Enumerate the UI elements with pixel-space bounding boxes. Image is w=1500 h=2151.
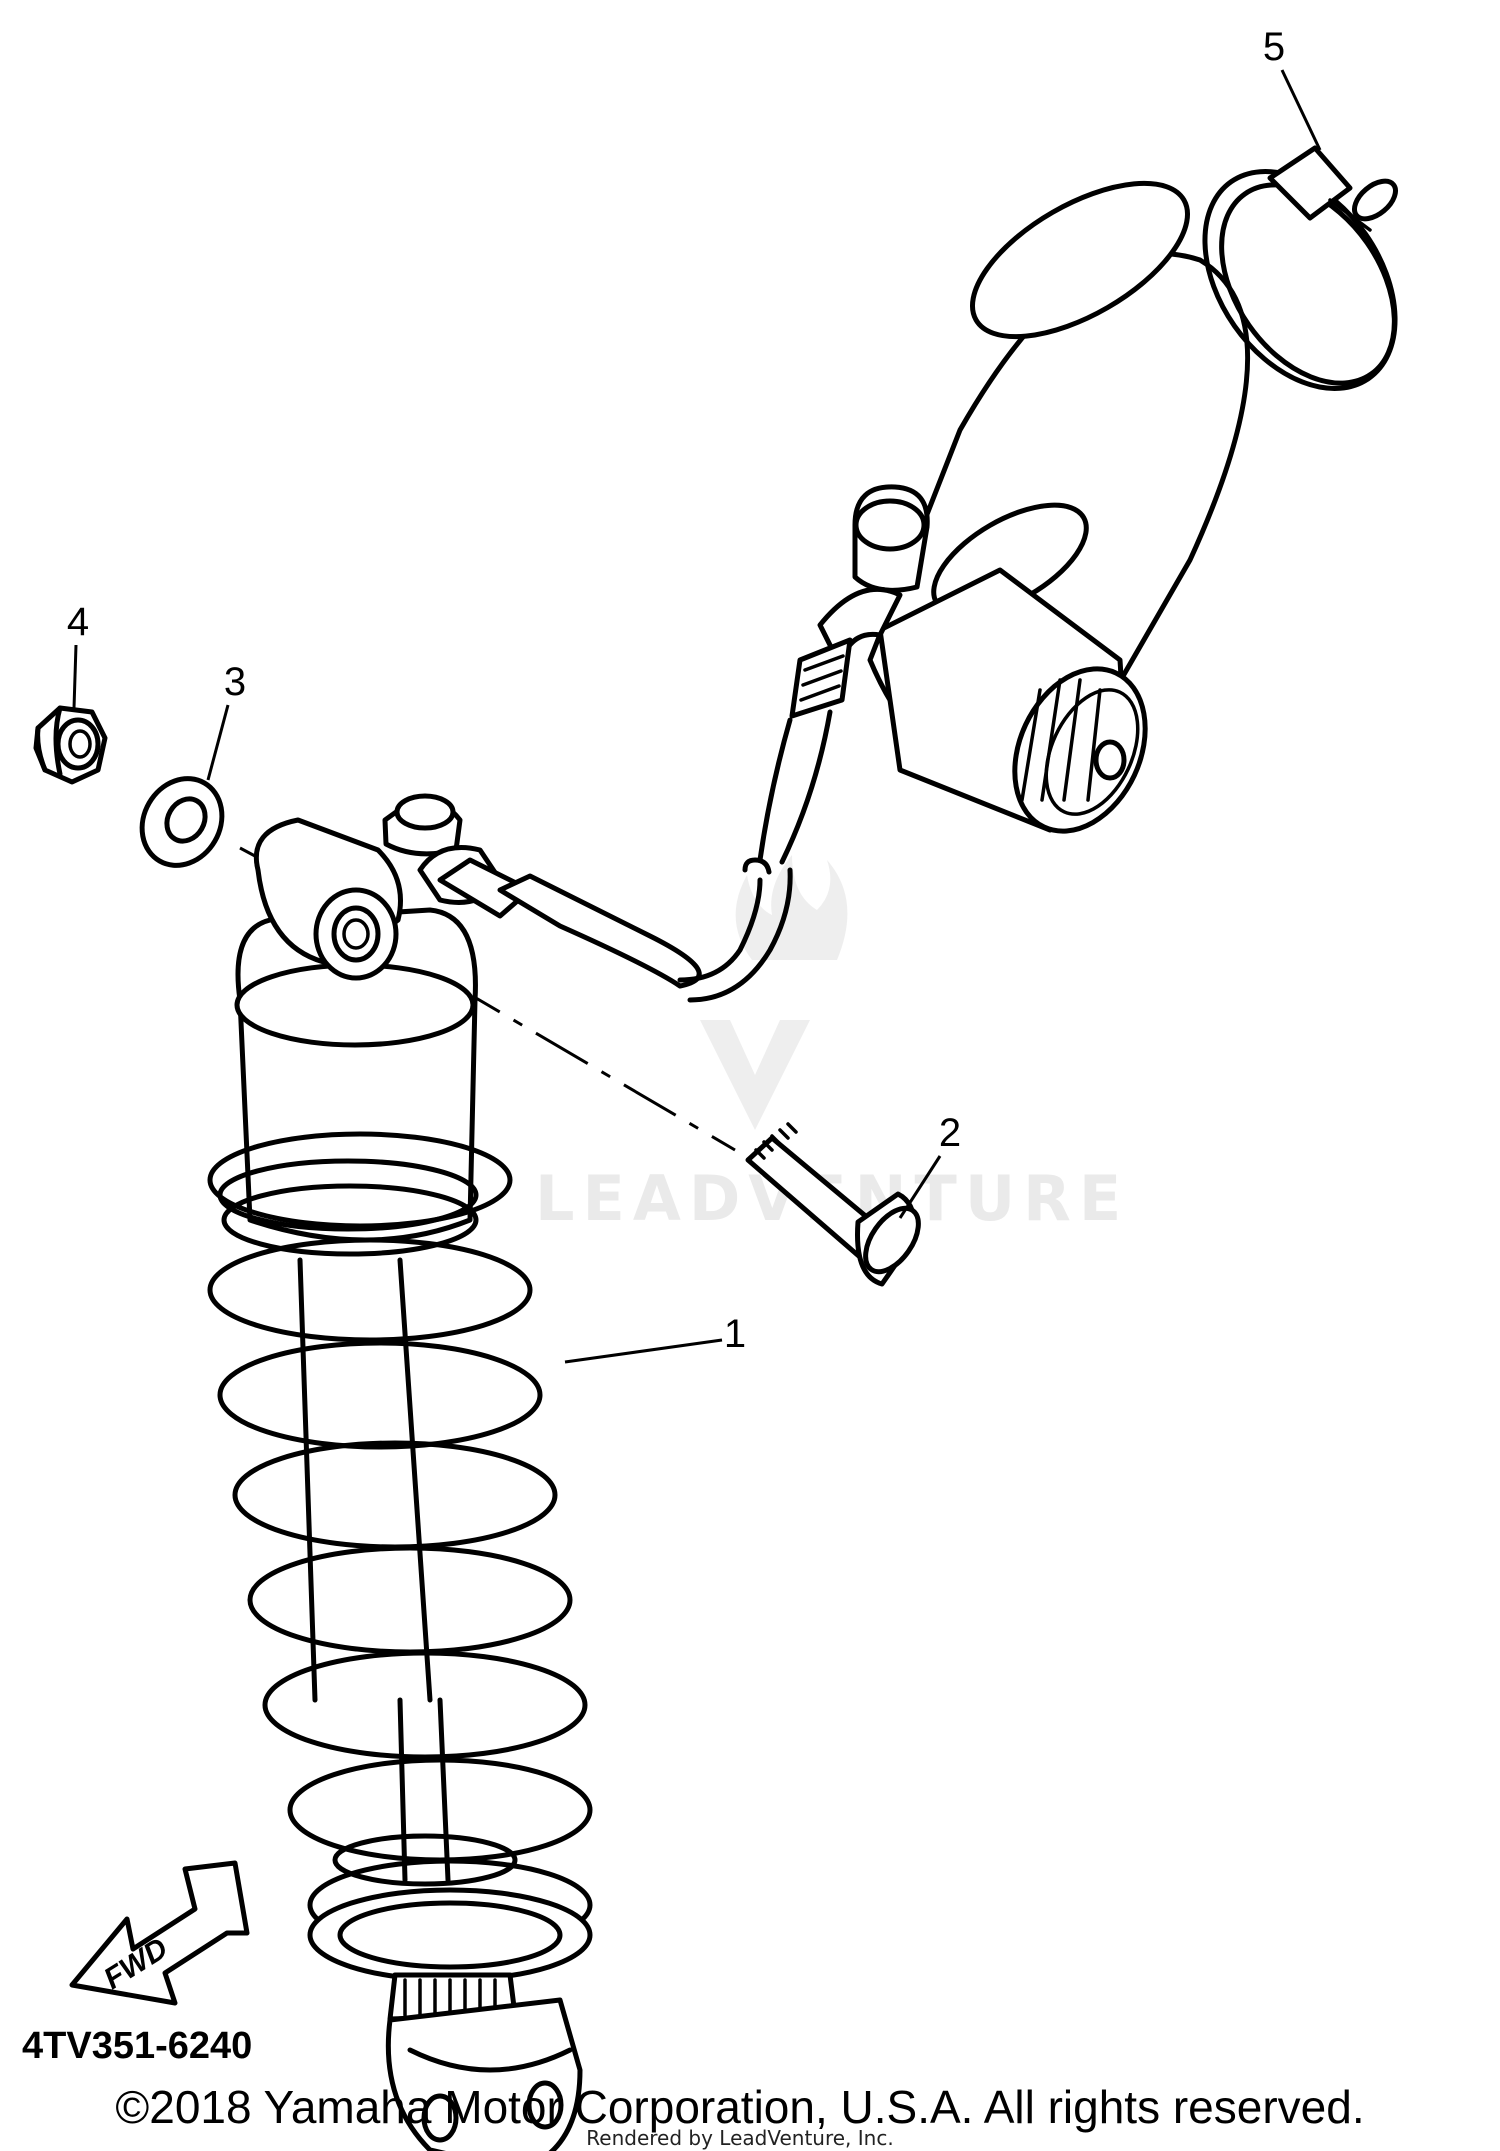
leader-1 <box>564 1338 723 1364</box>
watermark: LEADVENTURE <box>535 855 1121 1235</box>
fwd-arrow-icon: FWD <box>69 1860 250 2006</box>
washer-part-3 <box>139 776 225 868</box>
copyright-notice: ©2018 Yamaha Motor Corporation, U.S.A. A… <box>115 2081 1364 2133</box>
leader-5 <box>1280 69 1322 151</box>
leader-4 <box>72 644 78 709</box>
callout-4: 4 <box>67 600 89 644</box>
callout-2: 2 <box>939 1111 961 1155</box>
leader-2 <box>898 1155 942 1219</box>
hose-clamp-part-5 <box>1202 145 1398 391</box>
spring-coils <box>207 1131 593 1952</box>
nut-part-4 <box>33 705 108 785</box>
rendered-by-notice: Rendered by LeadVenture, Inc. <box>586 2126 893 2150</box>
remote-reservoir <box>757 180 1251 865</box>
callouts: 5 4 3 2 1 <box>67 25 1322 1364</box>
callout-3: 3 <box>224 660 246 704</box>
shock-absorber-part-1 <box>207 793 793 2151</box>
part-code: 4TV351-6240 <box>22 2025 252 2067</box>
callout-1: 1 <box>724 1312 746 1356</box>
callout-5: 5 <box>1263 25 1285 69</box>
leader-3 <box>206 704 230 781</box>
